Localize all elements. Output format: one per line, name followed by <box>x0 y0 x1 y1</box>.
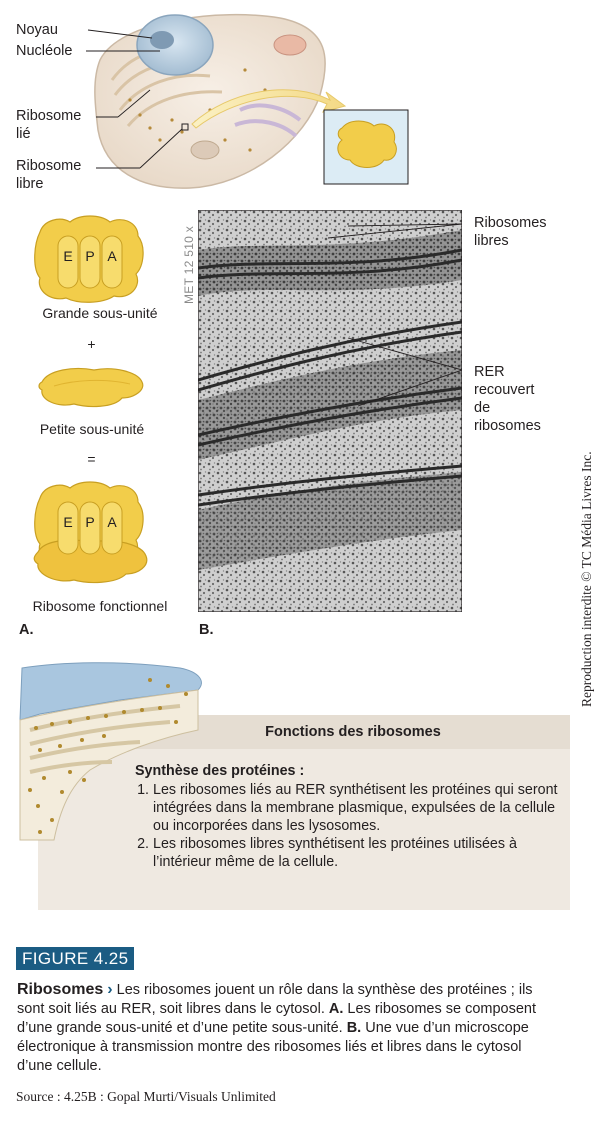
functions-subtitle: Synthèse des protéines : <box>135 763 305 779</box>
label-rer-4: ribosomes <box>474 418 541 434</box>
small-subunit-label: Petite sous-unité <box>39 421 145 437</box>
functions-box-title: Fonctions des ribosomes <box>136 715 570 749</box>
functions-content: Synthèse des protéines : Les ribosomes l… <box>135 762 565 871</box>
equals-sign: = <box>87 451 96 467</box>
site-e-label: E <box>63 248 72 264</box>
label-ribosomes-libres-1: Ribosomes <box>474 215 547 231</box>
rer-illustration <box>19 662 202 841</box>
label-rer-2: recouvert <box>474 382 535 398</box>
label-ribosome-libre-1: Ribosome <box>16 158 82 174</box>
figure-caption: Ribosomes › Les ribosomes jouent un rôle… <box>17 980 537 1076</box>
site-a-label: A <box>107 248 117 264</box>
caption-a: Les ribosomes se composent d’une grande … <box>17 1001 537 1036</box>
functional-ribosome-label: Ribosome fonctionnel <box>32 598 168 614</box>
small-subunit-illustration <box>38 367 144 408</box>
label-ribosome-lie-2: lié <box>16 126 31 142</box>
cell-illustration <box>86 13 409 189</box>
site-a-label: A <box>107 514 117 530</box>
caption-b-letter: B. <box>346 1020 362 1036</box>
magnification-label: MET 12 510 x <box>182 225 196 304</box>
chevron-icon: › <box>107 981 113 998</box>
label-ribosome-libre-2: libre <box>16 176 44 192</box>
list-item: Les ribosomes liés au RER synthétisent l… <box>153 781 565 835</box>
figure-number-badge: FIGURE 4.25 <box>16 947 135 970</box>
figure-title: Ribosomes <box>17 981 104 998</box>
list-item: Les ribosomes libres synthétisent les pr… <box>153 835 565 871</box>
label-ribosome-lie-1: Ribosome <box>16 108 82 124</box>
caption-lead: Les ribosomes jouent un rôle dans la syn… <box>17 982 533 1017</box>
site-p-label: P <box>85 248 94 264</box>
label-rer-1: RER <box>474 364 505 380</box>
plus-sign: + <box>87 336 96 352</box>
figure-source: Source : 4.25B : Gopal Murti/Visuals Unl… <box>16 1089 276 1104</box>
caption-b: Une vue d’un microscope électronique à t… <box>17 1020 529 1074</box>
large-subunit-label: Grande sous-unité <box>42 305 158 321</box>
site-e-label: E <box>63 514 72 530</box>
electron-micrograph <box>198 210 462 612</box>
panel-a-letter: A. <box>19 622 34 638</box>
large-subunit-illustration: E P A <box>34 215 144 303</box>
label-nucleole: Nucléole <box>16 43 73 59</box>
site-p-label: P <box>85 514 94 530</box>
label-rer-3: de <box>474 400 491 416</box>
functional-ribosome-illustration: E P A <box>33 481 148 584</box>
label-ribosomes-libres-2: libres <box>474 233 509 249</box>
copyright-note: Reproduction interdite © TC Média Livres… <box>579 451 594 707</box>
functions-list: Les ribosomes liés au RER synthétisent l… <box>135 781 565 871</box>
label-noyau: Noyau <box>16 22 58 38</box>
caption-a-letter: A. <box>328 1001 344 1017</box>
panel-b-letter: B. <box>199 622 214 638</box>
